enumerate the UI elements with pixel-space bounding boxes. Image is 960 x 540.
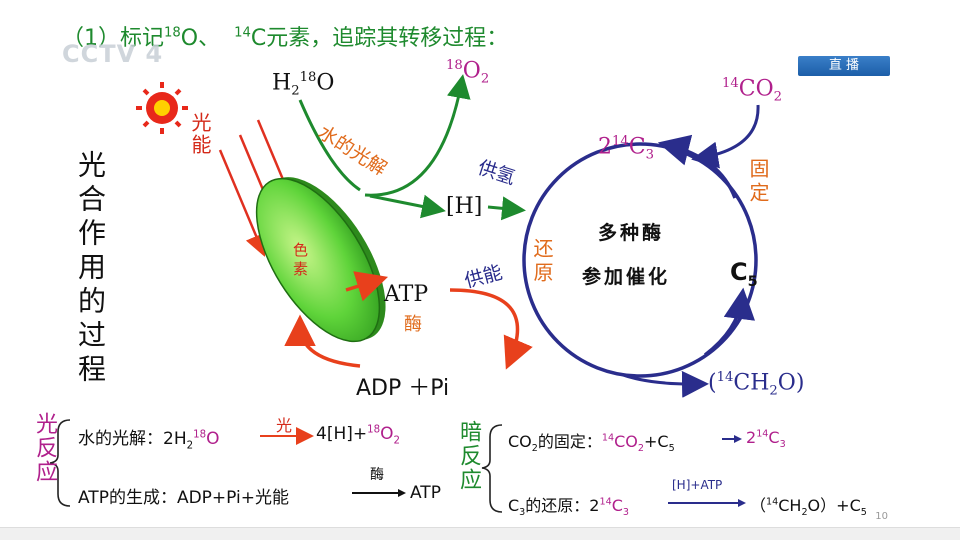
c3-formula: 214C3 [598,134,655,163]
light-eq-2: ATP的生成：ADP+Pi+光能 [78,488,290,508]
adp-label: ADP ＋Pi [356,376,450,401]
dark-eq-2: C3的还原：214C3 [508,496,629,519]
light-eq-2-arrow-label: 酶 [370,467,384,483]
water-formula: H218O [272,70,335,99]
enzymes-label-line1: 多种酶 [598,222,665,244]
dark-eq-1-result: 214C3 [746,428,786,451]
pigment-label: 色素 [291,242,309,280]
light-eq-1: 水的光解：2H218O [78,429,220,452]
slide-toolbar[interactable] [0,527,960,540]
reduce-label: 还原 [530,238,554,286]
light-reaction-brace [49,419,71,507]
calvin-cycle-circle [522,142,758,378]
side-title: 光合作用的过程 [74,150,107,388]
page-number: 10 [875,511,888,522]
light-reaction-label: 光反应 [32,412,57,484]
live-badge: 直 播 [798,56,890,76]
dark-reaction-brace [481,424,503,513]
co2-formula: 14CO2 [722,76,783,105]
dark-eq-2-result: （14CH2O）+C5 [750,496,867,519]
c5-formula: C5 [730,258,758,290]
hydrogen-label: [H] [446,194,483,219]
light-eq-1-arrow-label: 光 [276,416,293,435]
product-formula: (14CH2O) [708,370,805,399]
oxygen-formula: 18O2 [446,58,490,87]
dark-eq-2-arrow-label: [H]+ATP [672,478,723,492]
light-energy-label: 光能 [188,112,212,156]
channel-logo: CCTV 4 [62,40,164,68]
pigment-disc [255,177,386,343]
sun-icon [136,82,188,134]
light-eq-1-result: 4[H]+18O2 [316,424,400,447]
fix-label: 固定 [746,158,770,206]
enzymes-label-line2: 参加催化 [582,266,671,288]
light-eq-2-result: ATP [410,483,441,503]
dark-eq-1: CO2的固定：14CO2+C5 [508,432,675,455]
atp-label: ATP [384,282,429,307]
page-title: （1）标记18O、 14C元素，追踪其转移过程： [62,25,509,51]
enzyme-label: 酶 [404,314,422,335]
dark-reaction-label: 暗反应 [456,420,481,492]
